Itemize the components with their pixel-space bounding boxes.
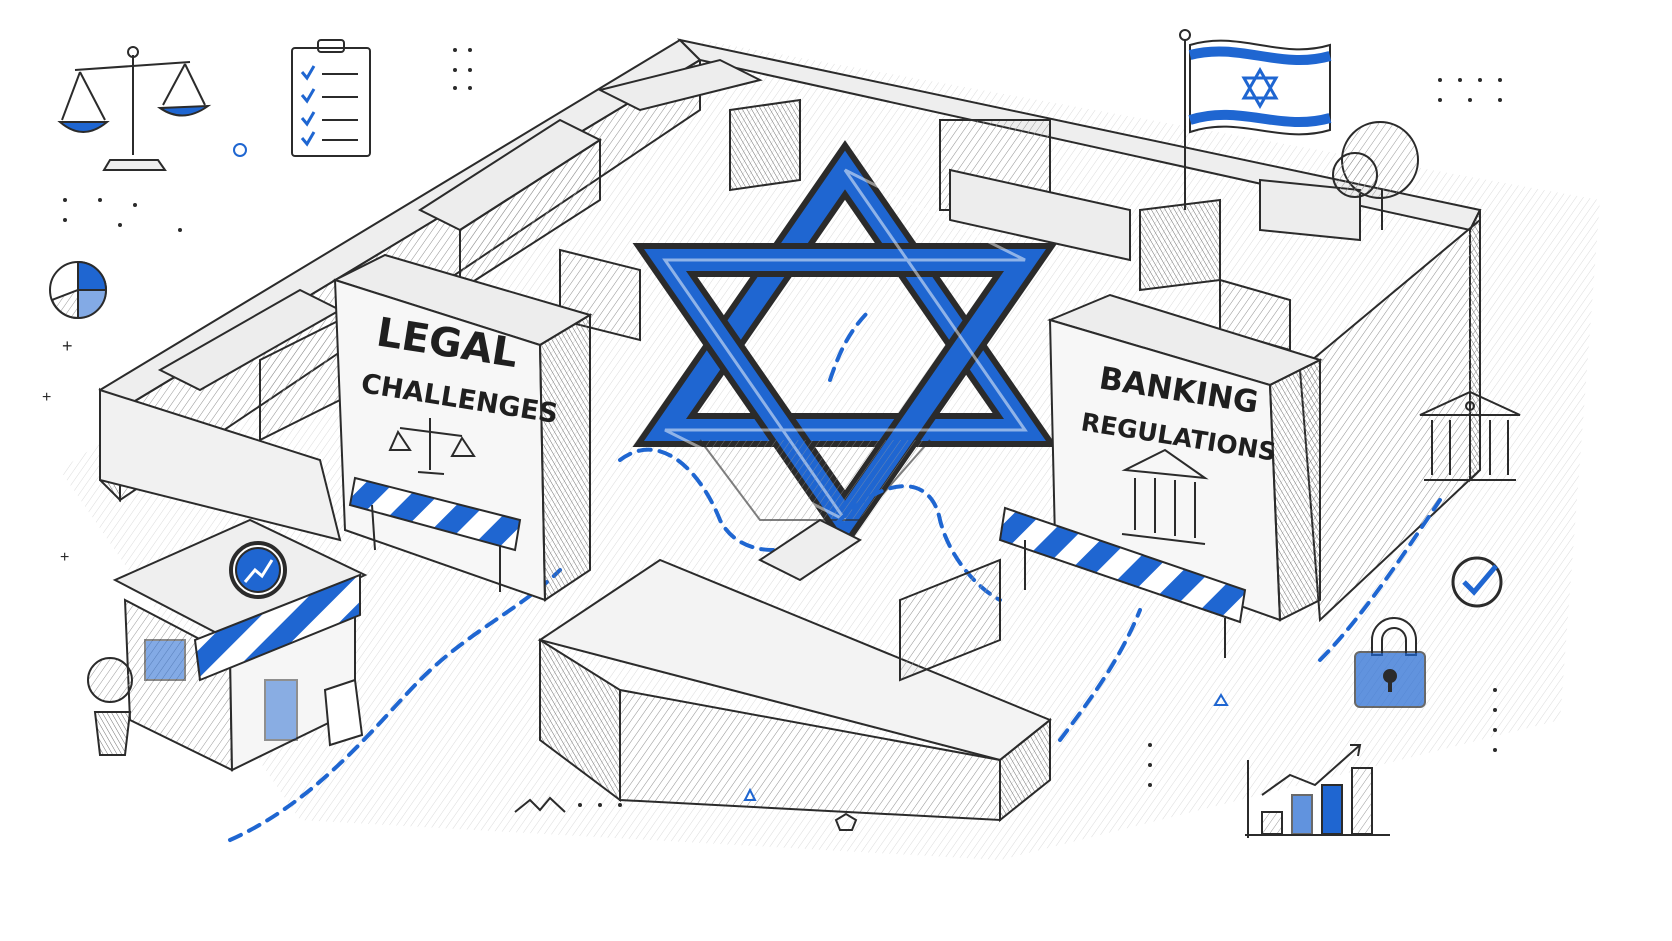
- svg-text:+: +: [60, 549, 69, 566]
- checklist-clipboard-icon: [291, 39, 371, 157]
- barrier-right: [998, 506, 1247, 658]
- banking-regulations-block: [1047, 293, 1323, 622]
- bank-building-icon: [1419, 390, 1521, 481]
- scales-of-justice-icon: [388, 418, 476, 475]
- decorative-marks: + + +: [42, 48, 1502, 831]
- check-circle-icon: [1451, 556, 1503, 608]
- dashed-route: [228, 308, 1442, 842]
- svg-text:+: +: [62, 336, 73, 356]
- israel-flag-icon: [1179, 29, 1332, 210]
- pie-chart-icon: [49, 260, 108, 320]
- tree-icon: [1332, 121, 1419, 230]
- scales-of-justice-icon: [57, 46, 212, 171]
- star-of-david-icon: [632, 140, 1058, 550]
- bank-building-icon: [1121, 448, 1209, 545]
- padlock-icon: [1354, 617, 1426, 708]
- front-wall: [537, 518, 1052, 823]
- rising-bar-chart-icon: [1245, 744, 1390, 838]
- storefront-icon: [87, 518, 368, 772]
- barrier-left: [348, 476, 522, 592]
- svg-text:+: +: [42, 389, 51, 406]
